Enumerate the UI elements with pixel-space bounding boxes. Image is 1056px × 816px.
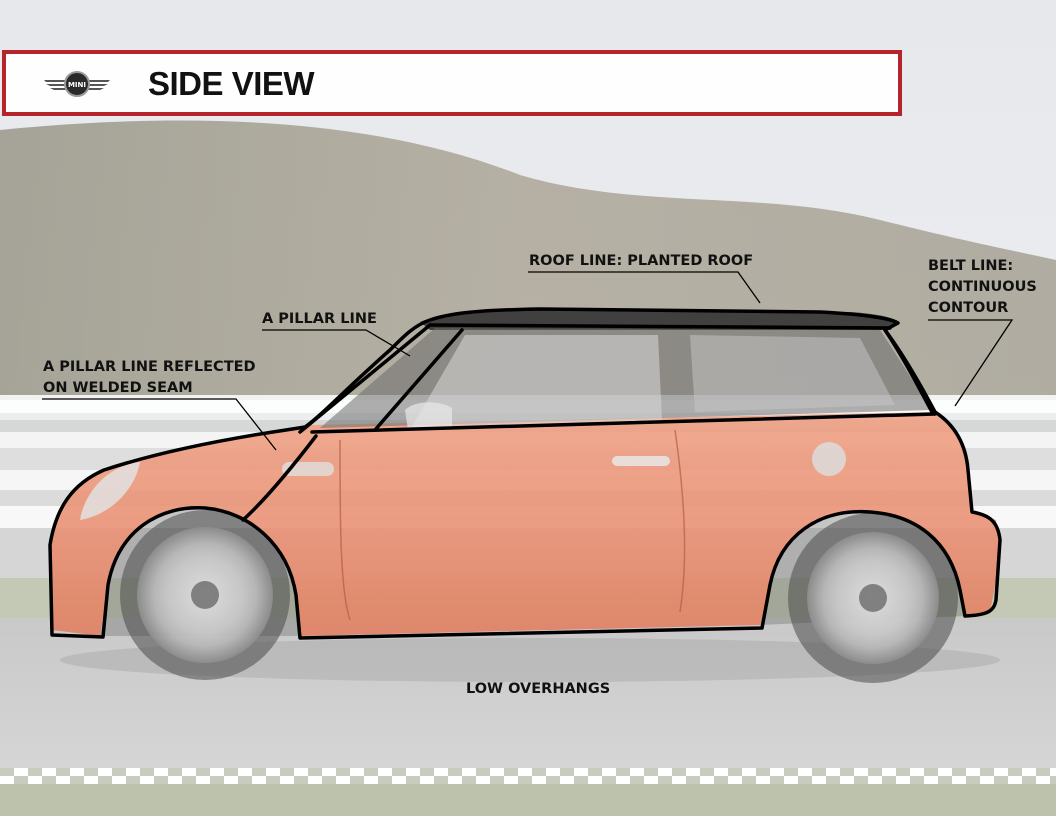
- rear-wheel: [788, 513, 958, 683]
- header-banner: MINI SIDE VIEW: [2, 50, 902, 116]
- label-low-overhangs: LOW OVERHANGS: [466, 681, 611, 697]
- label-a-pillar-reflected: A PILLAR LINE REFLECTED ON WELDED SEAM: [43, 359, 256, 396]
- label-a-pillar-line: A PILLAR LINE: [262, 311, 377, 327]
- mini-logo: MINI: [44, 71, 110, 97]
- page-title: SIDE VIEW: [148, 65, 315, 102]
- label-roof-line: ROOF LINE: PLANTED ROOF: [529, 253, 754, 269]
- label-belt-line: BELT LINE: CONTINUOUS CONTOUR: [928, 258, 1037, 316]
- front-wheel: [120, 510, 290, 680]
- logo-wordmark: MINI: [68, 81, 86, 89]
